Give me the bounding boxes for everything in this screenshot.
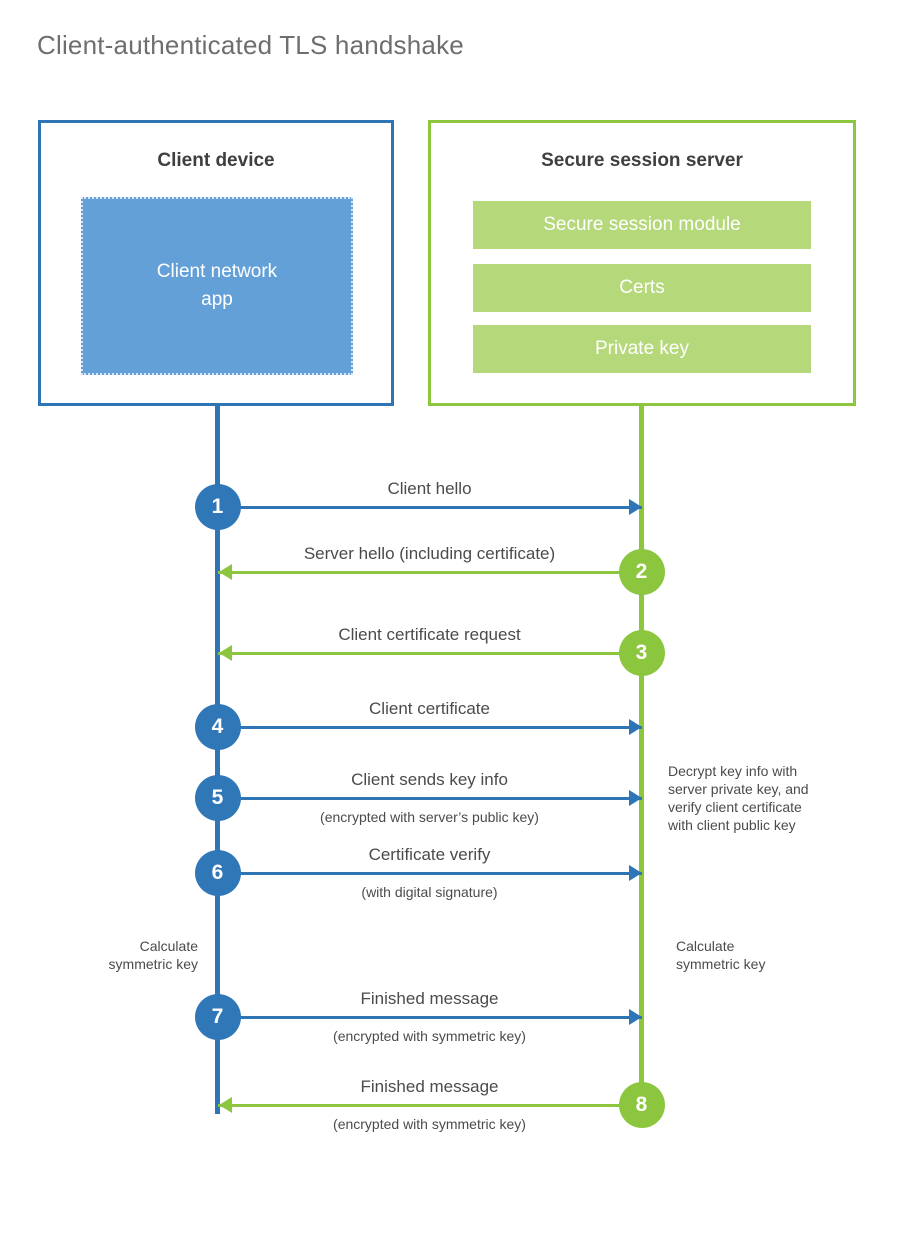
secure-session-server-title: Secure session server [541,150,743,171]
step-circle-8[interactable]: 8 [618,1082,665,1128]
message-sublabel-6: (with digital signature) [361,884,498,900]
message-label-6: Certificate verify [368,845,491,864]
client-lifeline [215,403,220,1114]
message-line-8 [217,1103,641,1107]
step-circle-3[interactable]: 3 [618,630,665,676]
server-lifeline [639,403,644,1105]
server-decrypt-note: Decrypt key info with server private key… [668,763,809,833]
step-circle-2[interactable]: 2 [618,549,665,595]
step-circle-5[interactable]: 5 [194,775,241,821]
arrow-head-3 [218,645,232,661]
server-component-private-key: Private key [473,325,811,373]
arrow-head-5 [628,790,642,806]
message-line-7 [217,1015,642,1019]
message-label-1: Client hello [387,479,472,498]
message-line-3 [217,651,641,655]
message-label-8: Finished message [360,1077,499,1096]
arrow-head-1 [628,499,642,515]
client-device-title: Client device [157,150,275,171]
message-label-4: Client certificate [369,699,490,718]
message-sublabel-8: (encrypted with symmetric key) [333,1116,526,1132]
server-component-certs: Certs [473,264,811,312]
message-line-6 [217,871,642,875]
message-line-5 [217,796,642,800]
arrow-head-6 [628,865,642,881]
step-circle-4[interactable]: 4 [194,704,241,750]
message-label-3: Client certificate request [338,625,521,644]
arrow-head-8 [218,1097,232,1113]
page-title: Client-authenticated TLS handshake [37,30,464,60]
message-label-7: Finished message [360,989,499,1008]
server-component-secure-session-module: Secure session module [473,201,811,249]
message-label-2: Server hello (including certificate) [303,544,556,563]
message-line-2 [217,570,641,574]
message-label-5: Client sends key info [351,770,508,789]
step-circle-6[interactable]: 6 [194,850,241,896]
arrow-head-4 [628,719,642,735]
step-circle-7[interactable]: 7 [194,994,241,1040]
step-circle-1[interactable]: 1 [194,484,241,530]
arrow-head-2 [218,564,232,580]
secure-session-server-box: Secure session server Secure session mod… [428,120,856,406]
message-line-1 [217,505,642,509]
message-sublabel-5: (encrypted with server’s public key) [320,809,539,825]
client-calculate-symmetric-key-note: Calculate symmetric key [108,938,198,972]
message-sublabel-7: (encrypted with symmetric key) [333,1028,526,1044]
server-calculate-symmetric-key-note: Calculate symmetric key [676,938,766,972]
arrow-head-7 [628,1009,642,1025]
client-device-box: Client device Client network app [38,120,394,406]
client-network-app-block: Client network app [81,197,353,375]
message-line-4 [217,725,642,729]
